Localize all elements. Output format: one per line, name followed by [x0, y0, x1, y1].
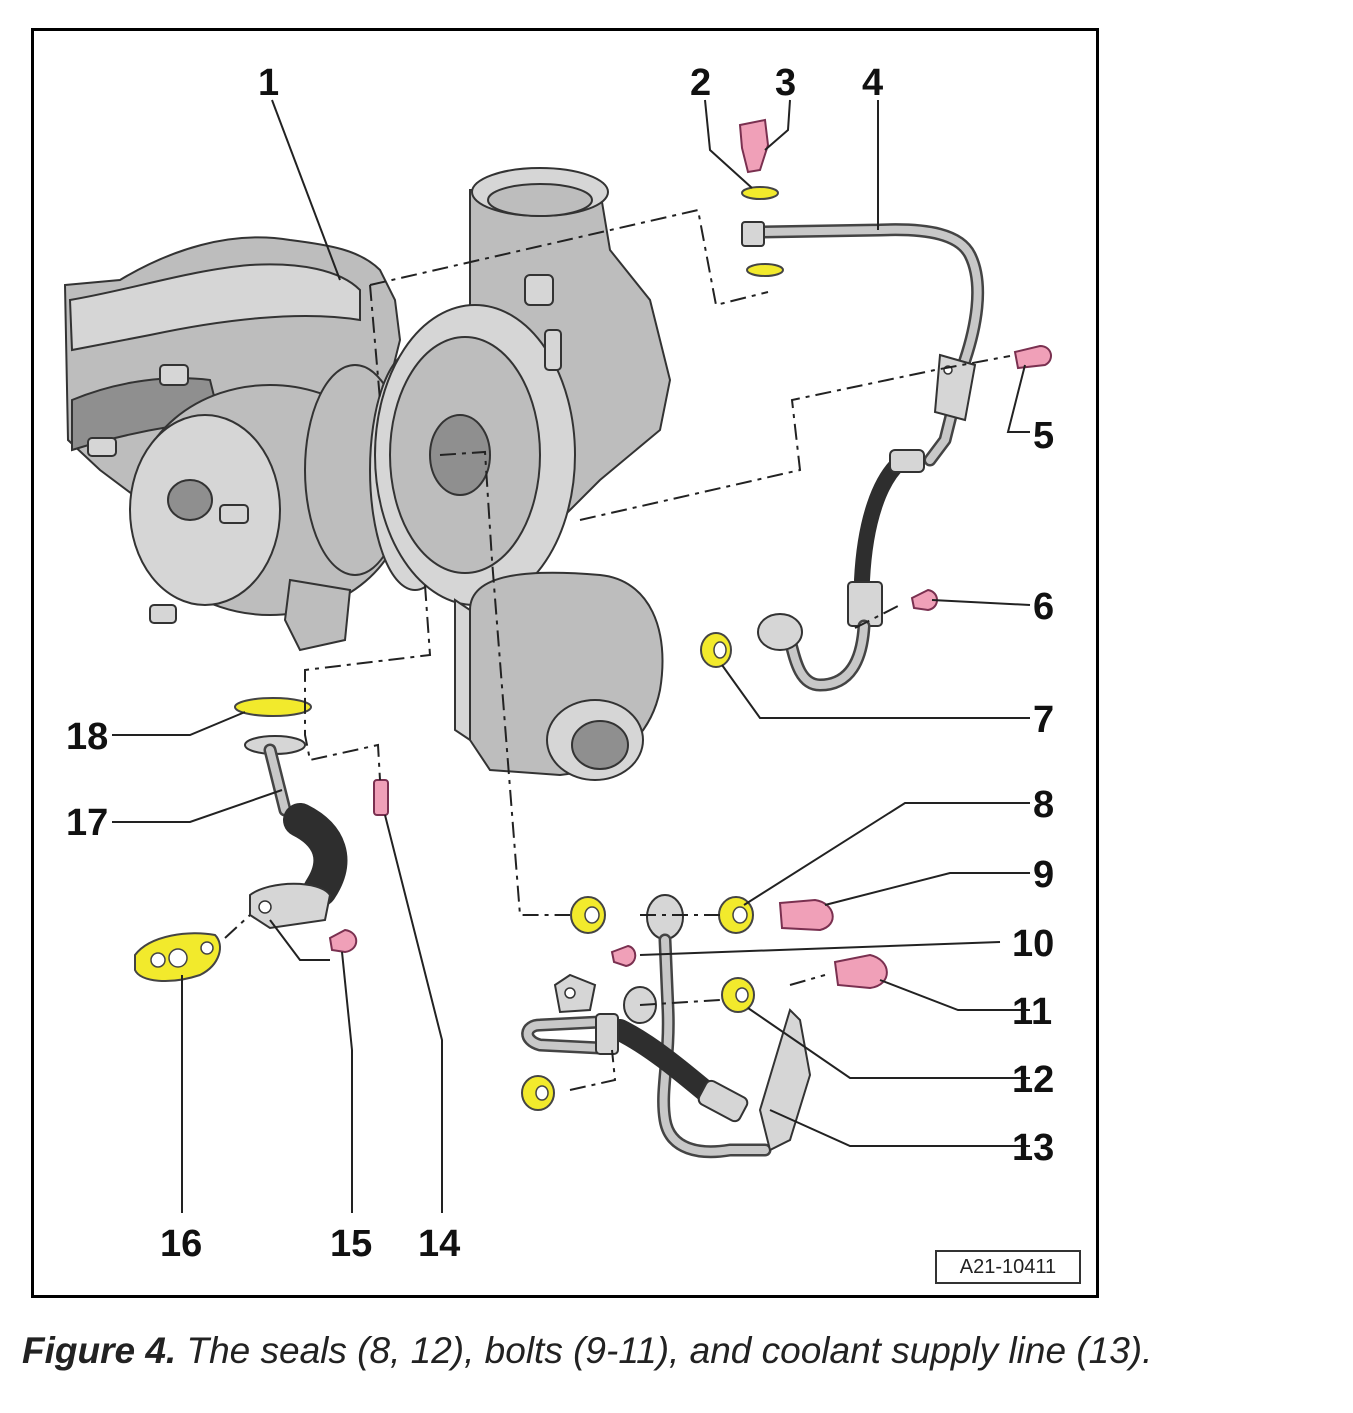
- caption-label: Figure 4.: [22, 1330, 177, 1371]
- callout-16: 16: [160, 1223, 202, 1265]
- callout-9: 9: [1033, 854, 1054, 896]
- callout-13: 13: [1012, 1127, 1054, 1169]
- wastegate-actuator: [454, 571, 664, 781]
- bolt-9: [778, 898, 834, 932]
- callout-labels: 1 2 3 4 5 6 7 8 9 10 11 12 13 14 15 16 1…: [66, 62, 1054, 1265]
- callout-18: 18: [66, 716, 108, 758]
- compressor-housing: [374, 167, 672, 606]
- callout-5: 5: [1033, 415, 1054, 457]
- seal-2-lower: [746, 263, 784, 277]
- turbocharger-exploded-diagram: 1 2 3 4 5 6 7 8 9 10 11 12 13 14 15 16 1…: [63, 62, 1054, 1265]
- callout-10: 10: [1012, 923, 1054, 965]
- seal-2-upper: [741, 186, 779, 200]
- callout-12: 12: [1012, 1059, 1054, 1101]
- bolt-3: [738, 118, 770, 174]
- callout-11: 11: [1012, 991, 1052, 1033]
- callout-6: 6: [1033, 586, 1054, 628]
- callout-8: 8: [1033, 784, 1054, 826]
- bolt-6: [910, 588, 938, 612]
- caption-text: The seals (8, 12), bolts (9-11), and coo…: [186, 1330, 1153, 1371]
- bolt-15: [328, 928, 358, 954]
- oil-supply-line: [741, 221, 985, 692]
- bolt-11: [833, 953, 888, 990]
- callout-2: 2: [690, 62, 711, 104]
- callout-14: 14: [418, 1223, 460, 1265]
- figure-reference-code: A21-10411: [935, 1250, 1081, 1284]
- gasket-18: [234, 697, 312, 717]
- leader-lines: [112, 99, 1031, 1213]
- seal-parts: [134, 186, 784, 1111]
- callout-7: 7: [1033, 699, 1054, 741]
- callout-4: 4: [862, 62, 883, 104]
- figure-caption: Figure 4. The seals (8, 12), bolts (9-11…: [22, 1330, 1152, 1372]
- bolt-14: [373, 779, 389, 816]
- coolant-supply-line: [521, 894, 812, 1159]
- bolt-10: [610, 944, 637, 968]
- bolt-parts: [328, 118, 1052, 990]
- bolt-5: [1013, 344, 1052, 370]
- oil-return-line: [244, 735, 348, 930]
- callout-3: 3: [775, 62, 796, 104]
- callout-1: 1: [258, 62, 279, 104]
- reference-code-text: A21-10411: [959, 1255, 1057, 1278]
- assembly-lines: [224, 208, 1011, 1091]
- callout-15: 15: [330, 1223, 372, 1265]
- callout-17: 17: [66, 802, 108, 844]
